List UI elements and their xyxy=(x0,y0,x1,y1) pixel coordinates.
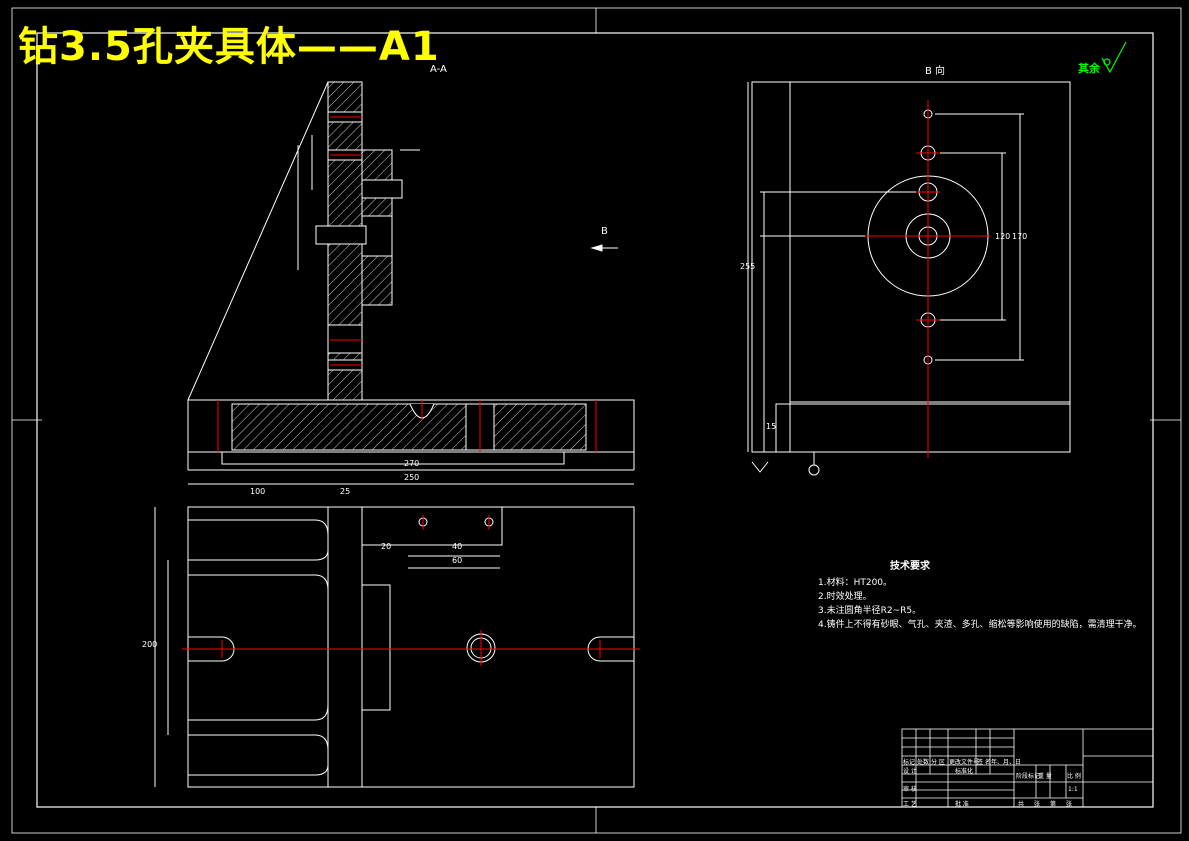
tb-total: 共 xyxy=(1018,801,1025,808)
roughness-note: 其余 xyxy=(1078,62,1100,75)
roughness-symbol xyxy=(1101,41,1127,74)
view-b xyxy=(747,81,1071,453)
outer-frame xyxy=(11,7,1182,834)
dim-250: 250 xyxy=(404,473,420,482)
tech-requirements-title: 技术要求 xyxy=(890,561,930,572)
datum-marks xyxy=(751,452,820,476)
title-block xyxy=(901,728,1154,808)
tb-scale: 1:1 xyxy=(1068,786,1078,793)
view-b-outline xyxy=(789,81,1071,453)
tb-sheet: 张 xyxy=(1066,801,1073,808)
rib-outline xyxy=(187,81,329,401)
tech-requirement-2: 2.时效处理。 xyxy=(818,592,872,602)
tech-requirement-3: 3.未注圆角半径R2~R5。 xyxy=(818,606,922,616)
view-b-label: B 向 xyxy=(925,66,946,77)
section-centerlines xyxy=(217,116,597,452)
dim-170: 170 xyxy=(1012,232,1028,241)
tb-sign: 签 名 xyxy=(977,759,991,766)
dim-15: 15 xyxy=(766,422,777,431)
view-b-centerlines xyxy=(865,100,990,458)
title-block-grid xyxy=(902,729,1083,807)
dim-25: 25 xyxy=(340,487,351,496)
dim-120: 120 xyxy=(995,232,1011,241)
top-view xyxy=(154,506,635,788)
tb-date: 年、月、日 xyxy=(991,759,1022,766)
dim-200: 200 xyxy=(142,640,158,649)
tb-design: 设 计 xyxy=(903,768,917,775)
tb-sheets: 张 xyxy=(1034,801,1041,808)
dim-270: 270 xyxy=(404,459,420,468)
tech-requirement-1: 1.材料：HT200。 xyxy=(818,578,893,588)
dim-100: 100 xyxy=(250,487,266,496)
tb-mark: 标记 xyxy=(903,759,916,766)
tb-number: 第 xyxy=(1050,801,1057,808)
tb-zone: 分 区 xyxy=(931,759,945,766)
dim-40: 40 xyxy=(452,542,463,551)
tb-count: 处数 xyxy=(917,759,930,766)
dim-20: 20 xyxy=(381,542,392,551)
dim-255: 255 xyxy=(740,262,756,271)
tb-change-doc: 更改文件号 xyxy=(949,759,980,766)
tb-standard: 标准化 xyxy=(955,768,974,775)
top-view-outline xyxy=(187,506,635,788)
tb-stage: 阶段标记 xyxy=(1016,773,1041,780)
section-label: A-A xyxy=(430,64,447,75)
base-hatch-right xyxy=(493,403,587,451)
dim-60: 60 xyxy=(452,556,463,565)
tb-weight: 重 量 xyxy=(1038,773,1052,780)
frame-center-marks xyxy=(12,8,1181,833)
view-direction-arrow xyxy=(590,244,618,252)
inner-frame xyxy=(36,32,1154,808)
top-view-centerlines xyxy=(182,515,640,666)
tb-review: 审 核 xyxy=(903,786,917,793)
tb-scale-label: 比 例 xyxy=(1067,773,1081,780)
tb-approve: 批 准 xyxy=(955,801,969,808)
tech-requirement-4: 4.铸件上不得有砂眼、气孔、夹渣、多孔、缩松等影响使用的缺陷，需清理干净。 xyxy=(818,620,1142,630)
drawing-title: 钻3.5孔夹具体——A1 xyxy=(18,24,440,70)
direction-marker-label: B xyxy=(601,226,608,237)
section-view-a-a xyxy=(187,81,635,485)
tb-process: 工 艺 xyxy=(903,801,917,808)
